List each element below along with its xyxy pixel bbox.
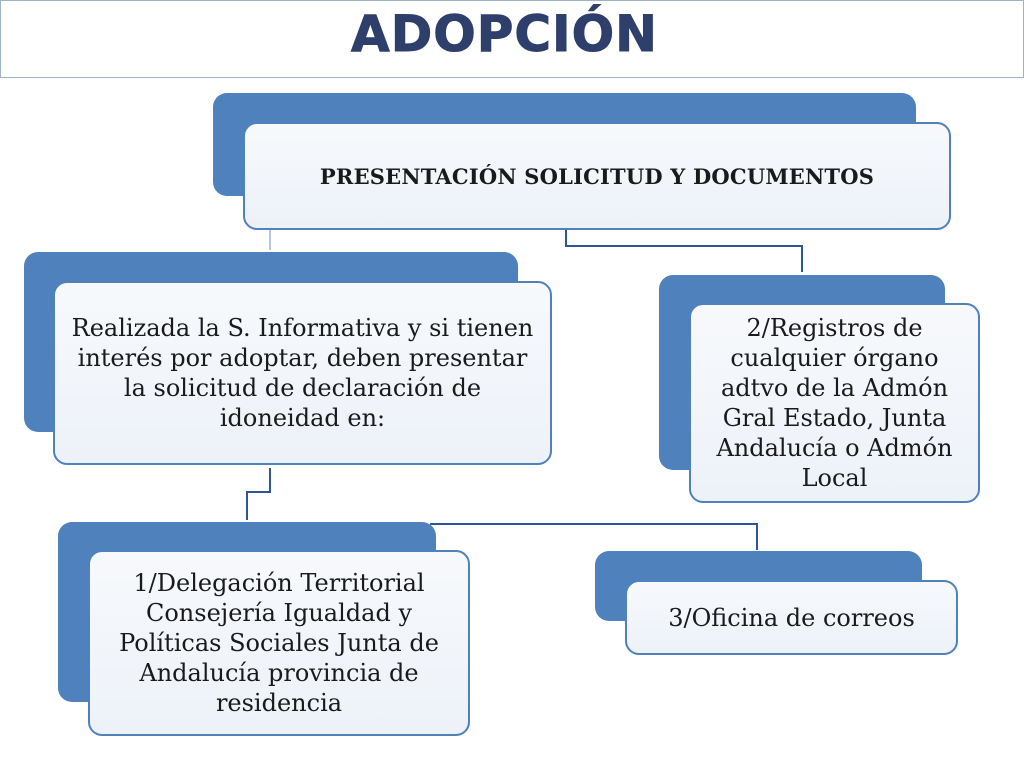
root-node: PRESENTACIÓN SOLICITUD Y DOCUMENTOS — [243, 122, 951, 230]
registros-node-label: 2/Registros de cualquier órgano adtvo de… — [716, 314, 953, 492]
title-bar: ADOPCIÓN — [0, 0, 1024, 78]
root-node-label: PRESENTACIÓN SOLICITUD Y DOCUMENTOS — [319, 163, 875, 189]
info-node: Realizada la S. Informativa y si tienen … — [53, 281, 552, 465]
registros-node: 2/Registros de cualquier órgano adtvo de… — [689, 303, 980, 503]
connector-delegacion-correos — [430, 523, 758, 550]
info-node-label: Realizada la S. Informativa y si tienen … — [71, 314, 534, 432]
connector-info-delegacion — [246, 468, 271, 520]
page-title: ADOPCIÓN — [351, 5, 658, 64]
correos-node: 3/Oficina de correos — [625, 580, 958, 655]
correos-node-label: 3/Oficina de correos — [668, 603, 915, 632]
delegacion-node: 1/Delegación Territorial Consejería Igua… — [88, 550, 470, 736]
delegacion-node-label: 1/Delegación Territorial Consejería Igua… — [119, 569, 439, 717]
